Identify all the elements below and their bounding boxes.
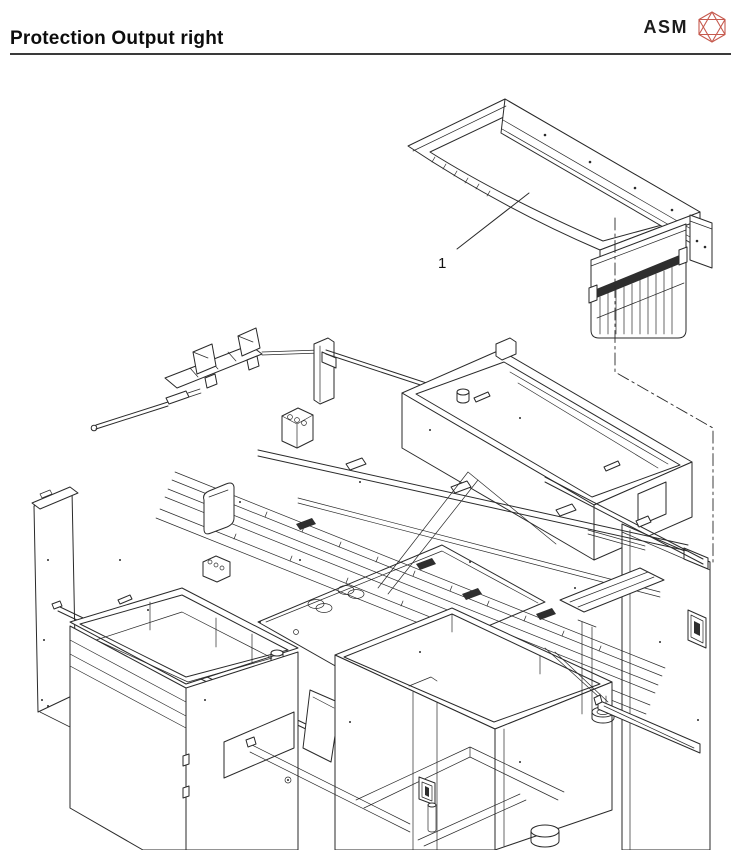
cover-end-cap [689,214,713,269]
page-title: Protection Output right [10,28,224,49]
surface-screws [119,417,661,763]
asm-logo-text: ASM [643,16,688,37]
right-support-assembly [530,567,701,848]
machine-assembly [31,337,711,850]
hexagon-facet-icon [698,11,726,43]
vent-grille-left [223,711,295,779]
machine-foot-center [530,824,560,848]
leveling-screw [427,802,437,833]
connector-box [687,609,707,649]
left-side-panel [31,486,311,753]
base-rail [593,694,701,754]
knob-cylinder [456,388,470,404]
callout-1: 1 [438,192,530,272]
transfer-chute [302,689,341,763]
mounting-centerline [614,217,714,563]
center-cabinet [245,607,613,850]
vent-grille-right [637,481,667,527]
callout-1-label: 1 [438,255,446,272]
asm-logo: ASM [644,10,730,44]
left-cabinet [69,587,299,850]
deck-plate [257,544,546,681]
protection-cover-part [407,98,713,339]
title-rule [10,53,731,55]
triple-port-block [281,407,314,449]
callout-1-leader [456,192,530,250]
front-rail [544,476,704,565]
cover-opening [429,114,685,242]
rail-hatch-ticks [431,156,491,197]
triple-port-block-small [202,555,231,583]
pocket-bracket [203,482,235,535]
cross-beam-assembly [202,407,689,598]
main-frame [401,337,693,561]
